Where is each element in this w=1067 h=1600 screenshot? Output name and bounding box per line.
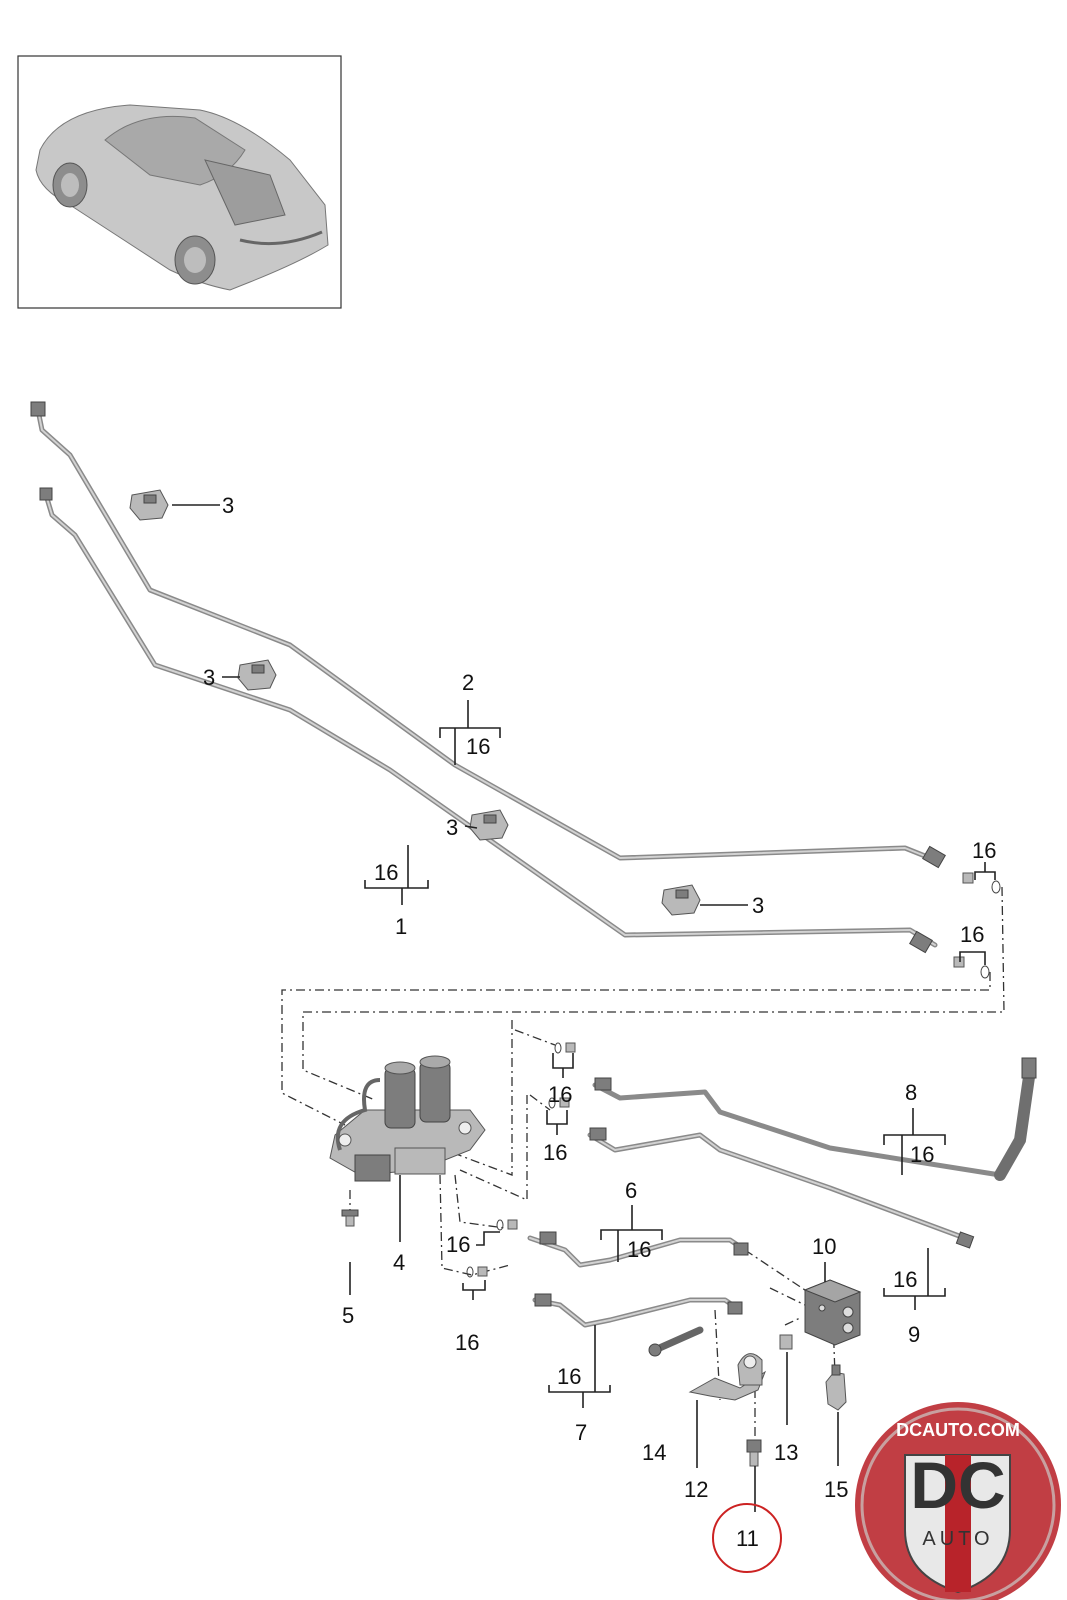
highlight-circle <box>712 1503 782 1573</box>
callout-16-6: 16 <box>627 1237 651 1262</box>
callout-8: 8 <box>905 1080 917 1105</box>
brake-line-7 <box>532 1293 743 1328</box>
callout-15: 15 <box>824 1477 848 1502</box>
callout-16-v1: 16 <box>548 1082 572 1107</box>
callout-6: 6 <box>625 1178 637 1203</box>
bracket-12 <box>688 1353 767 1401</box>
callout-1: 1 <box>395 914 407 939</box>
brake-line-2 <box>30 401 938 863</box>
callout-5: 5 <box>342 1303 354 1328</box>
callout-7: 7 <box>575 1420 587 1445</box>
callout-11: 11 <box>736 1526 759 1551</box>
clip-3b <box>237 659 277 691</box>
brake-hose-9 <box>587 1127 975 1249</box>
pipe-fitting-lower <box>909 930 990 979</box>
callout-16-v2: 16 <box>543 1140 567 1165</box>
callout-9: 9 <box>908 1322 920 1347</box>
callout-13: 13 <box>774 1440 798 1465</box>
dcauto-logo-icon: DCAUTO.COM DC AUTO <box>855 1402 1061 1600</box>
clip-3d <box>661 884 701 916</box>
brake-line-6 <box>527 1231 749 1268</box>
callout-14: 14 <box>642 1440 666 1465</box>
callout-16-7: 16 <box>557 1364 581 1389</box>
callout-12: 12 <box>684 1477 708 1502</box>
valve-block-assembly <box>329 1055 486 1182</box>
callout-16-lr: 16 <box>960 922 984 947</box>
callout-4: 4 <box>393 1250 405 1275</box>
seal-group <box>466 1042 576 1278</box>
callout-16-1: 16 <box>374 860 398 885</box>
callout-16-p6: 16 <box>446 1232 470 1257</box>
sleeve-13 <box>779 1334 793 1350</box>
bolt-14 <box>648 1326 704 1357</box>
callout-3a: 3 <box>222 493 234 518</box>
pipe-fitting-upper <box>922 845 1001 894</box>
callout-16-ur: 16 <box>972 838 996 863</box>
callout-16-p7: 16 <box>455 1330 479 1355</box>
brake-hose-8 <box>592 1057 1037 1181</box>
callout-16-2: 16 <box>466 734 490 759</box>
car-thumbnail-icon <box>17 55 342 309</box>
clip-3a <box>129 489 169 521</box>
bolt-5 <box>341 1209 359 1227</box>
callout-2: 2 <box>462 670 474 695</box>
callout-3b: 3 <box>203 665 215 690</box>
logo-auto: AUTO <box>922 1528 993 1550</box>
clip-3c <box>469 809 509 841</box>
callout-10: 10 <box>812 1234 836 1259</box>
brake-line-1 <box>39 487 938 948</box>
logo-dc: DC <box>910 1448 1005 1522</box>
logo-domain: DCAUTO.COM <box>896 1420 1020 1440</box>
callout-16-8: 16 <box>910 1142 934 1167</box>
clip-15 <box>825 1364 847 1411</box>
callout-16-9: 16 <box>893 1267 917 1292</box>
callout-3d: 3 <box>752 893 764 918</box>
distributor-block-10 <box>803 1279 862 1346</box>
callout-3c: 3 <box>446 815 458 840</box>
screw-11 <box>746 1439 762 1467</box>
